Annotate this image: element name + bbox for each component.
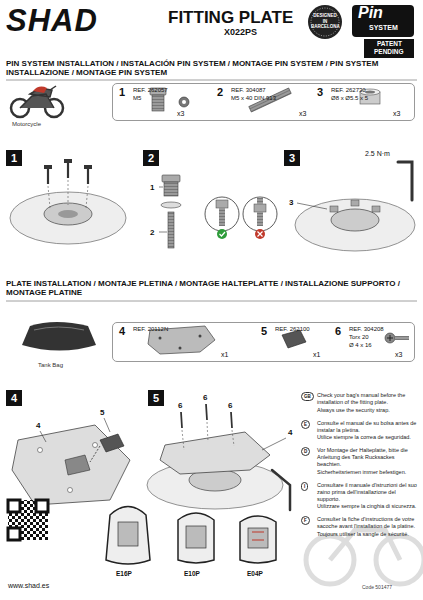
website: www.shad.es <box>8 582 49 590</box>
step-number-box: 5 <box>148 390 164 406</box>
motorcycle-picture <box>11 86 63 117</box>
part-text: Ø 4 x 16 <box>349 342 372 349</box>
badge-text: PATENT <box>377 40 402 47</box>
callout-number: 2 <box>150 228 154 237</box>
base-name: E16P <box>116 570 132 577</box>
tank-bag-picture <box>22 322 96 351</box>
note-text: Utilice siempre la correa de seguridad. <box>317 434 419 441</box>
callout-number: 5 <box>100 408 104 417</box>
section-heading: PLATE INSTALLATION / MONTAJE PLETINA / M… <box>6 279 416 297</box>
language-flag: GB <box>301 392 314 401</box>
part-number: 1 <box>119 86 125 99</box>
step5-picture <box>147 404 290 510</box>
note-text: Check your bag's manual before the insta… <box>317 392 419 406</box>
part-text: x1 <box>221 351 228 359</box>
part-text: REF. 262057 <box>133 87 168 94</box>
base-name: E04P <box>247 570 263 577</box>
parts-box: 4 REF. 20112N x1 5 REF. 262100 x1 6 REF. 304208… <box>112 322 415 362</box>
note-text: Consulter la fiche d'instructions de vot… <box>317 516 419 530</box>
part-number: 6 <box>335 325 341 338</box>
section-heading: PIN SYSTEM INSTALLATION / INSTALACIÓN PI… <box>6 59 416 77</box>
part-text: x3 <box>177 110 184 118</box>
part-number: 4 <box>119 325 125 338</box>
watermark-bike <box>306 530 423 584</box>
brand-logo: SHAD <box>6 3 98 39</box>
patent-badge <box>364 39 414 58</box>
base-icons <box>106 507 276 565</box>
note-text: Vor Montage der Halteplatte, bitte die A… <box>317 447 419 468</box>
document-code: Code 501477 <box>362 585 392 591</box>
base-name: E10P <box>184 570 200 577</box>
step-number-box: 1 <box>6 150 22 166</box>
part-number: 3 <box>317 86 323 99</box>
badge-text: Pin <box>358 4 383 22</box>
step-number: 5 <box>153 392 159 405</box>
step-number: 1 <box>11 152 17 165</box>
part-text: x3 <box>395 351 402 359</box>
note-text: Consultare il manuale d'istruzioni del s… <box>317 482 419 503</box>
part-text: REF. 20112N <box>133 326 168 333</box>
callout-number: 4 <box>36 421 40 430</box>
note-text: Consulte el manual de su bolsa antes de … <box>317 420 419 434</box>
step1-picture <box>10 159 126 244</box>
part-text: x3 <box>393 110 400 118</box>
model-code: X022PS <box>224 27 257 37</box>
part-text: Torx 20 <box>349 334 369 341</box>
callout-number: 4 <box>288 428 292 437</box>
language-flag: F <box>301 516 310 525</box>
part-text: x1 <box>313 351 320 359</box>
step-number: 2 <box>148 152 154 165</box>
step2-picture <box>159 175 277 248</box>
badge-text: PENDING <box>374 48 404 55</box>
callout-number: 1 <box>150 183 154 192</box>
part-text: REF. 262100 <box>275 326 310 333</box>
note-text: Utilizzare sempre la cinghia di sicurezz… <box>317 503 419 510</box>
language-flag: E <box>301 420 310 429</box>
part-number: 2 <box>217 86 223 99</box>
step-number: 4 <box>11 392 17 405</box>
badge-text: SYSTEM <box>369 24 398 32</box>
part-number: 5 <box>261 325 267 338</box>
callout-number: 3 <box>289 198 293 207</box>
part-name: Motorcycle <box>12 121 41 128</box>
language-flag: I <box>301 482 308 491</box>
note-text: Always use the security strap. <box>317 407 419 414</box>
part-name: Tank Bag <box>38 362 63 369</box>
step-number-box: 3 <box>284 150 300 166</box>
designed-badge <box>308 5 342 39</box>
clip-picture <box>282 330 306 348</box>
sheet-title: FITTING PLATE <box>168 8 293 28</box>
part-text: REF. 304087 <box>231 87 266 94</box>
language-flag: D <box>301 447 310 456</box>
part-text: M5 <box>133 95 141 102</box>
note-text: Sicherheitsriemen immer befestigen. <box>317 469 419 476</box>
part-text: x3 <box>299 110 306 118</box>
part-text: M5 x 40 DIN 913 <box>231 95 276 102</box>
pin-system-badge <box>352 5 414 37</box>
qr-code <box>8 500 48 540</box>
step-number-box: 4 <box>6 390 22 406</box>
note-text: Toujours utiliser la sangle de sécurité. <box>317 531 419 538</box>
callout-number: 6 <box>203 393 207 402</box>
parts-box: 1 REF. 262057M5 x3 2 REF. 304087M5 x 40 DIN … <box>112 83 415 121</box>
callout-number: 6 <box>178 401 182 410</box>
badge-text: DESIGNED IN BARCELONA <box>311 13 339 30</box>
callout-number: 6 <box>228 401 232 410</box>
part-text: REF. 304208 <box>349 326 384 333</box>
step3-picture <box>295 162 415 251</box>
screw-picture <box>385 333 409 343</box>
part-text: Ø8 x Ø5.5 x 5 <box>331 95 368 102</box>
torque-value: 2.5 N·m <box>365 150 390 158</box>
step-number: 3 <box>289 152 295 165</box>
step-number-box: 2 <box>143 150 159 166</box>
step4-picture <box>12 418 130 505</box>
part-text: REF. 262730 <box>331 87 366 94</box>
